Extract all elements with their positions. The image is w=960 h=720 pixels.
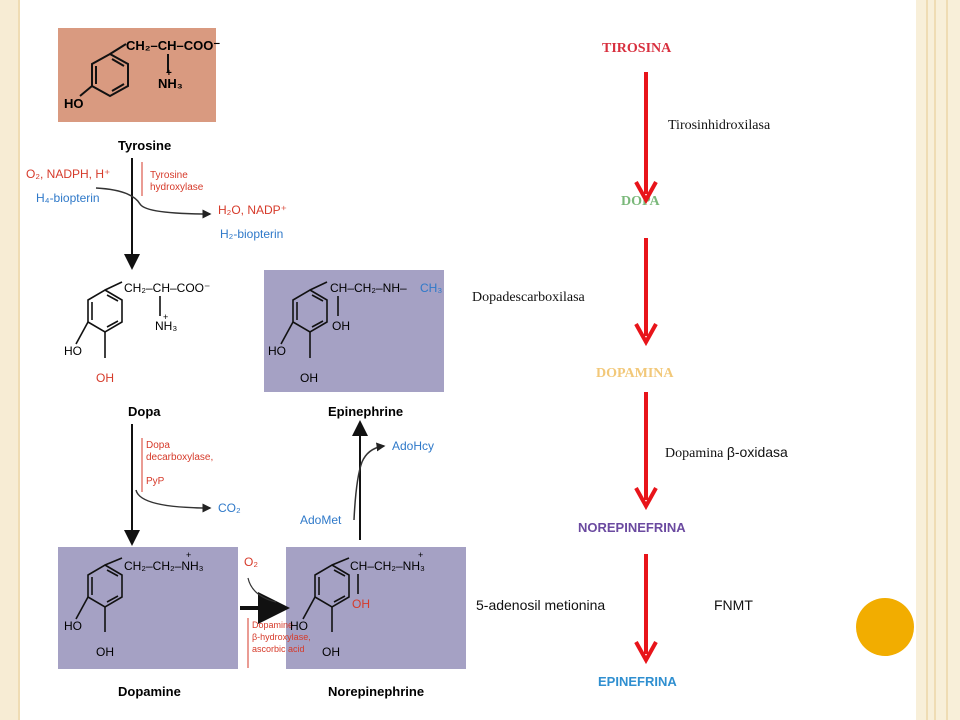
frame-stripe <box>946 0 948 720</box>
dopamine-ho: HO <box>64 619 82 633</box>
norepinephrine-oh: OH <box>322 645 340 659</box>
dopamine-oh: OH <box>96 645 114 659</box>
enzyme-dopamine-hydroxylase-3: ascorbic acid <box>252 644 305 654</box>
pathway-arrow-head-1 <box>634 181 658 205</box>
dopa-label: Dopa <box>128 404 161 419</box>
arrow-group <box>634 72 658 665</box>
o2-nadph-cofactor: O₂, NADPH, H⁺ <box>26 167 110 181</box>
epinephrine-ho: HO <box>268 344 286 358</box>
adomet-cofactor: AdoMet <box>300 513 342 527</box>
dopamine-label: Dopamine <box>118 684 181 699</box>
tyrosine-ho: HO <box>64 96 84 111</box>
co2-cofactor: CO₂ <box>218 501 241 515</box>
epinephrine-chain: CH–CH₂–NH– <box>330 281 407 295</box>
enzyme-dopamina-prefix: Dopamina <box>665 446 727 461</box>
norepinephrine-ring <box>302 557 359 632</box>
adohcy-cofactor: AdoHcy <box>392 439 434 453</box>
norepinephrine-side-oh: OH <box>352 597 370 611</box>
enzyme-dopa-decarboxylase-2: decarboxylase, <box>146 452 213 463</box>
epinephrine-ch3: CH₃ <box>420 281 442 295</box>
dopa-ho: HO <box>64 344 82 358</box>
dopa-oh: OH <box>96 371 114 385</box>
norepinephrine-chain: CH–CH₂–NH₃ <box>350 559 425 573</box>
biosynthesis-diagram: HO CH₂–CH–COO⁻ NH₃ + Tyrosine O₂, NADPH,… <box>26 28 466 699</box>
norepinephrine-label: Norepinephrine <box>328 684 424 699</box>
enzyme-tyrosine-hydroxylase-2: hydroxylase <box>150 182 204 193</box>
h2-biopterin-cofactor: H₂-biopterin <box>220 227 283 241</box>
enzyme-fnmt: FNMT <box>714 597 753 613</box>
dopa-chain: CH₂–CH–COO⁻ <box>124 281 210 295</box>
enzyme-tyrosine-hydroxylase-1: Tyrosine <box>150 170 188 181</box>
pathway-arrow-head-3 <box>634 487 658 511</box>
tyrosine-plus: + <box>166 68 172 79</box>
enzyme-dopamine-hydroxylase-1: Dopamine <box>252 620 293 630</box>
cofactor-adenosil-metionina: 5-adenosil metionina <box>476 597 606 613</box>
tyrosine-chain: CH₂–CH–COO⁻ <box>126 38 220 53</box>
compound-epinefrina: EPINEFRINA <box>598 674 677 689</box>
enzyme-dopamina-oxidasa: Dopamina β-oxidasa <box>665 444 788 462</box>
h2o-nadp-cofactor: H₂O, NADP⁺ <box>218 203 287 217</box>
epinephrine-ring <box>280 281 339 358</box>
compound-dopamina: DOPAMINA <box>596 366 674 381</box>
frame-stripe <box>934 0 936 720</box>
h4-biopterin-cofactor: H₄-biopterin <box>36 191 100 205</box>
enzyme-dopamine-hydroxylase-2: β-hydroxylase, <box>252 632 311 642</box>
dopamine-plus: + <box>186 550 191 560</box>
decorative-orange-circle <box>856 598 914 656</box>
enzyme-tirosinhidroxilasa: Tirosinhidroxilasa <box>668 118 771 133</box>
pathway-arrow-head-4 <box>634 641 658 665</box>
frame-stripe <box>926 0 928 720</box>
dopa-plus: + <box>163 312 168 322</box>
norepinephrine-ho: HO <box>290 619 308 633</box>
compound-dopa: DOPA <box>621 194 660 209</box>
dopamine-ring <box>75 557 123 632</box>
epinephrine-side-oh: OH <box>332 319 350 333</box>
dopamine-chain: CH₂–CH₂–NH₃ <box>124 559 204 573</box>
enzyme-dopa-decarboxylase-1: Dopa <box>146 440 170 451</box>
enzyme-beta-oxidasa: β-oxidasa <box>726 444 788 460</box>
left-frame-border <box>0 0 20 720</box>
tyrosine-structure-box <box>58 28 216 122</box>
dopa-ring <box>75 281 161 358</box>
tyrosine-ring <box>79 43 169 98</box>
o2-cofactor: O₂ <box>244 555 258 569</box>
tyrosine-nh3: NH₃ <box>158 76 183 91</box>
norepinephrine-structure-box <box>286 547 466 669</box>
pathway-arrows <box>634 72 658 665</box>
dopamine-structure-box <box>58 547 238 669</box>
dopa-nh3: NH₃ <box>155 319 177 333</box>
epinephrine-label: Epinephrine <box>328 404 403 419</box>
epinephrine-oh: OH <box>300 371 318 385</box>
enzyme-dopa-decarboxylase-3: PyP <box>146 476 165 487</box>
enzyme-dopadescarboxilasa: Dopadescarboxilasa <box>472 290 585 305</box>
right-frame-border <box>916 0 960 720</box>
tyrosine-label: Tyrosine <box>118 138 171 153</box>
norepinephrine-plus: + <box>418 550 423 560</box>
pathway-arrow-head-2 <box>634 323 658 347</box>
epinephrine-structure-box <box>264 270 444 392</box>
compound-norepinefrina: NOREPINEFRINA <box>578 520 686 535</box>
compound-tirosina: TIROSINA <box>602 41 672 56</box>
